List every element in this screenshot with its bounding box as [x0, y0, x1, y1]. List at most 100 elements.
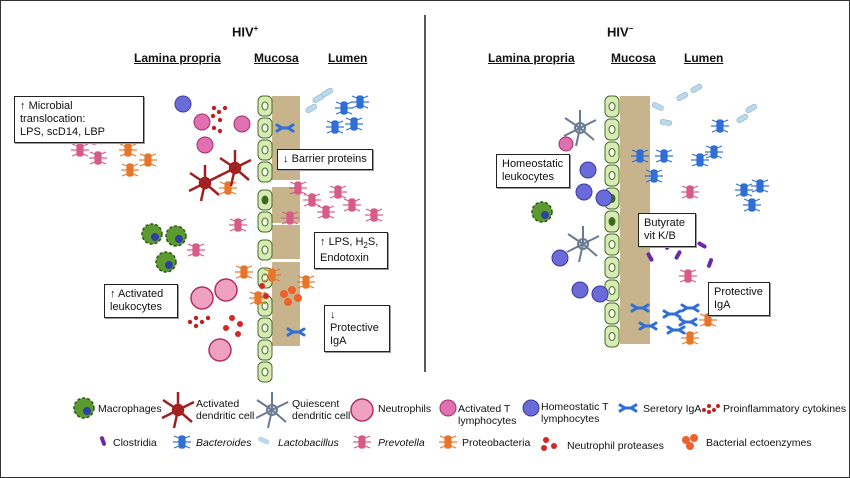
right-bacteroides-group: [630, 119, 770, 212]
legend-homeostatic-t-icon: [522, 399, 540, 417]
cell-nucleus: [261, 101, 269, 111]
microbial-line-1: ↑ Microbial translocation:: [20, 100, 138, 126]
legend-activated-t-icon: [439, 399, 457, 417]
legend-clostridia-label: Clostridia: [113, 437, 157, 449]
cell-nucleus: [261, 301, 269, 311]
lactobacillus: [305, 103, 318, 113]
macrophage: [155, 251, 177, 273]
legend-lactobacillus-text: Lactobacillus: [278, 437, 339, 449]
legend-activated-t-line-1: Activated T: [458, 403, 511, 415]
cell-nucleus: [261, 345, 269, 355]
legend-activated-t-label: Activated T lymphocytes: [458, 403, 516, 427]
legend-macrophage-icon: [73, 397, 95, 419]
down-arrow-icon: ↓: [330, 309, 336, 321]
barrier-proteins-text: Barrier proteins: [291, 153, 367, 165]
activated-t-lymphocyte: [193, 113, 211, 131]
legend-quiescent-dc-label: Quiescent dendritic cell: [292, 398, 350, 422]
neutrophil: [214, 278, 238, 302]
legend-homeostatic-t-line-2: lymphocytes: [541, 413, 600, 425]
prevotella: [88, 151, 108, 165]
microbial-line-2: LPS, scD14, LBP: [20, 126, 105, 138]
prevotella: [316, 205, 336, 219]
lps-line-1: ↑ LPS, H2S,: [320, 236, 382, 252]
bacteroides: [325, 120, 345, 134]
legend-prevotella-label: Prevotella: [378, 437, 425, 449]
legend-activated-dc-icon: [160, 390, 196, 430]
cell-nucleus: [608, 286, 616, 295]
proteobacteria: [234, 265, 254, 279]
protective-right-line-2: IgA: [714, 299, 731, 311]
legend-bacteroides-icon: [172, 435, 192, 449]
macrophage: [531, 201, 553, 223]
legend-ectoenzymes-label: Bacterial ectoenzymes: [706, 437, 812, 449]
prevotella: [328, 185, 348, 199]
up-arrow-icon: ↑: [20, 100, 26, 112]
hiv-positive-title: HIV+: [232, 24, 258, 39]
prevotella: [228, 218, 248, 232]
activated-dendritic-cell: [217, 148, 253, 188]
cell-nucleus: [608, 102, 616, 111]
left-activated-dc-group: [187, 148, 253, 203]
bacteroides: [344, 117, 364, 131]
legend-prevotella-icon: [352, 435, 372, 449]
legend-proteobacteria-icon: [438, 435, 458, 449]
prevotella: [302, 193, 322, 207]
legend-cytokines-label: Proinflammatory cytokines: [723, 403, 847, 415]
legend-macrophages-label: Macrophages: [98, 403, 162, 415]
header-mucosa-left: Mucosa: [254, 51, 299, 65]
header-lumen-left: Lumen: [328, 51, 368, 65]
bacteroides: [334, 101, 354, 115]
cell-nucleus: [608, 332, 616, 341]
down-arrow-icon: ↓: [283, 153, 289, 165]
legend-lactobacillus-icon: [258, 436, 270, 445]
hiv-positive-sup: +: [253, 24, 259, 33]
activated-t-lymphocyte: [558, 136, 574, 152]
homeostatic-leukocytes-box: Homeostatic leukocytes: [496, 154, 570, 188]
legend-prevotella-text: Prevotella: [378, 437, 425, 449]
left-cytokines-group: [187, 105, 228, 329]
cell-nucleus: [608, 309, 616, 318]
legend-iga-label: Seretory IgA: [643, 403, 702, 415]
lactobacillus: [321, 87, 334, 97]
lps-line-1-sub: 2: [363, 241, 368, 251]
activated-dendritic-cell: [187, 163, 223, 203]
legend-icons: [73, 390, 720, 451]
mucus-layer-3: [272, 225, 300, 259]
cell-nucleus: [608, 263, 616, 272]
homeostatic-t-lymphocyte: [174, 95, 192, 113]
protective-iga-box-right: Protective IgA: [708, 282, 770, 316]
macrophage: [165, 225, 187, 247]
activated-t-lymphocyte: [233, 115, 251, 133]
legend-activated-t-line-2: lymphocytes: [458, 415, 517, 427]
lps-line-1-a: LPS, H: [328, 236, 364, 248]
right-lactobacillus-group: [651, 83, 758, 126]
proteobacteria: [118, 143, 138, 157]
activated-line-1-text: Activated: [117, 288, 164, 300]
quiescent-dendritic-cell: [566, 225, 600, 263]
legend-neutrophils-label: Neutrophils: [378, 403, 432, 415]
butyrate-box: Butyrate vit K/B: [638, 213, 696, 247]
hiv-positive-title-text: HIV: [232, 24, 254, 40]
activated-t-lymphocyte: [196, 136, 214, 154]
cell-nucleus: [261, 145, 269, 155]
cell-nucleus: [608, 148, 616, 157]
butyrate-line-2: vit K/B: [644, 230, 676, 242]
cell-nucleus: [261, 367, 269, 377]
legend-activated-dc-line-1: Activated: [196, 398, 240, 410]
legend-iga-icon: [618, 403, 638, 413]
left-neutrophil-group: [190, 278, 238, 362]
cell-nucleus: [261, 217, 269, 227]
homeostatic-line-2: leukocytes: [502, 171, 554, 183]
legend-proteases-label: Neutrophil proteases: [567, 440, 664, 452]
butyrate-line-1: Butyrate: [644, 217, 685, 229]
hiv-negative-sup: −: [628, 24, 634, 33]
legend-bacteroides-text: Bacteroides: [196, 437, 252, 449]
header-mucosa-right: Mucosa: [611, 51, 656, 65]
cell-nucleus: [608, 171, 616, 180]
header-lumen-right: Lumen: [684, 51, 724, 65]
cell-nucleus: [261, 123, 269, 133]
proteobacteria: [218, 181, 238, 195]
protective-left-line-2: IgA: [330, 335, 347, 347]
legend-cytokine-icon: [702, 404, 720, 414]
legend-ectoenzyme-icon: [682, 434, 698, 450]
